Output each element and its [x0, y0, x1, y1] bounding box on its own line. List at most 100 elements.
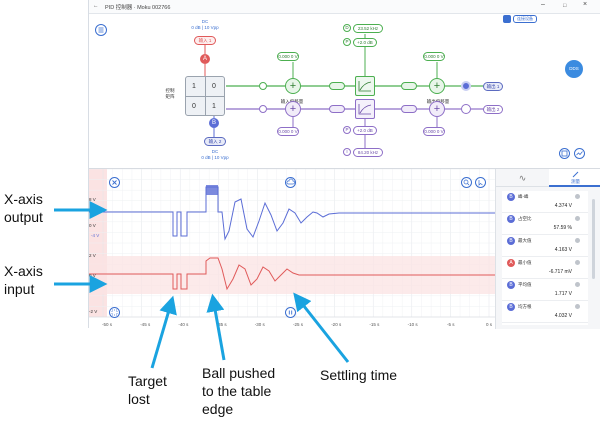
- channel-badge: A: [507, 259, 515, 267]
- pid-block-diagram: 连接设备 DC 0 dB | 10 Vpp 输入 1 A 控制 矩阵 1 0 0…: [89, 14, 600, 168]
- channel-badge: B: [507, 215, 515, 223]
- output1-button[interactable]: 输出 1: [483, 82, 503, 91]
- controller-bot-block[interactable]: [355, 99, 375, 119]
- p-gain-bot-field[interactable]: +2.0 dB: [353, 126, 377, 135]
- output-trace: [89, 186, 495, 241]
- input-offset-top-field[interactable]: 0.000 0 V: [277, 52, 299, 61]
- y-label-in-zero: 0 V: [89, 273, 96, 278]
- switch-in-top[interactable]: [329, 82, 345, 90]
- sum-in-top[interactable]: +: [285, 78, 301, 94]
- output2-button[interactable]: 输出 2: [483, 105, 503, 114]
- oscilloscope-panel: -50 s-45 s-40 s-35 s-30 s-25 s-20 s-15 s…: [89, 168, 600, 329]
- matrix-cell[interactable]: 1: [192, 83, 196, 90]
- sum-in-bot[interactable]: +: [285, 101, 301, 117]
- in2-coupling: DC: [211, 149, 219, 154]
- tab-measurements-label: 测量: [571, 179, 580, 184]
- switch-in-bot[interactable]: [329, 105, 345, 113]
- remove-measurement-icon[interactable]: [575, 260, 580, 265]
- channel-badge: B: [507, 281, 515, 289]
- channel-badge: B: [507, 303, 515, 311]
- scope-background: [89, 169, 495, 329]
- title-bar: ← PID 控制器 · Moku 002766 – □ ×: [89, 0, 600, 14]
- pause-icon[interactable]: [285, 307, 296, 318]
- control-matrix-label: 控制 矩阵: [165, 88, 175, 99]
- y-label-in-bottom: -2 V: [89, 309, 98, 314]
- switch-out-bot[interactable]: [401, 105, 417, 113]
- x-tick-label: -45 s: [140, 322, 151, 327]
- control-matrix[interactable]: 1 0 0 1: [185, 76, 225, 116]
- annotation-target-lost: Target lost: [128, 373, 167, 407]
- moku-pid-window: ← PID 控制器 · Moku 002766 – □ × 连接设备 DC 0 …: [88, 0, 600, 329]
- scope-plot[interactable]: -50 s-45 s-40 s-35 s-30 s-25 s-20 s-15 s…: [89, 169, 495, 329]
- menu-icon[interactable]: [95, 24, 107, 36]
- close-scope-icon[interactable]: [109, 177, 120, 188]
- x-tick-label: -35 s: [217, 322, 228, 327]
- channel-a-badge: A: [200, 54, 210, 64]
- annotation-ball-pushed: Ball pushed to the table edge: [202, 365, 276, 417]
- output-offset-bot-field[interactable]: 0.000 0 V: [423, 127, 445, 136]
- tab-waveform[interactable]: ∿: [496, 169, 549, 187]
- zoom-icon[interactable]: [461, 177, 472, 188]
- remove-measurement-icon[interactable]: [575, 194, 580, 199]
- chart-toggle-icon[interactable]: [574, 148, 585, 159]
- matrix-cell[interactable]: 0: [192, 103, 196, 110]
- maximize-button[interactable]: □: [563, 3, 567, 9]
- sum-out-top[interactable]: +: [429, 78, 445, 94]
- param-p-badge-top: P: [343, 38, 351, 46]
- switch-out-top[interactable]: [401, 82, 417, 90]
- tab-measurements[interactable]: 测量: [549, 169, 600, 187]
- close-button[interactable]: ×: [583, 1, 588, 8]
- x-tick-label: -20 s: [331, 322, 342, 327]
- cursor-icon[interactable]: [475, 177, 486, 188]
- dds-button[interactable]: DDS: [565, 60, 583, 78]
- p-gain-top-field[interactable]: +2.0 dB: [353, 38, 377, 47]
- input-offset-bot-field[interactable]: 0.000 0 V: [277, 127, 299, 136]
- y-label-out-top: 8 V: [89, 197, 96, 202]
- autoscale-icon[interactable]: [109, 307, 120, 318]
- remove-measurement-icon[interactable]: [575, 216, 580, 221]
- remove-measurement-icon[interactable]: [575, 282, 580, 287]
- y-label-out-zero: 0 V: [89, 223, 96, 228]
- channel-badge: B: [507, 193, 515, 201]
- output-enable-bot[interactable]: [461, 104, 471, 114]
- x-tick-label: -25 s: [293, 322, 304, 327]
- matrix-cell[interactable]: 0: [212, 83, 216, 90]
- i-corner-field[interactable]: 84.20 kHz: [353, 148, 383, 157]
- output-noise-burst: [206, 185, 218, 195]
- remove-measurement-icon[interactable]: [575, 304, 580, 309]
- param-i-badge: I: [343, 148, 351, 156]
- measurement-value: 57.59 %: [553, 225, 572, 231]
- cloud-icon[interactable]: [285, 177, 296, 188]
- measurement-value: 4.032 V: [554, 313, 572, 319]
- matrix-cell[interactable]: 1: [212, 103, 216, 110]
- window-title: PID 控制器 · Moku 002766: [105, 5, 171, 11]
- output-offset-top-field[interactable]: 0.000 0 V: [423, 52, 445, 61]
- measurement-label: 平均值: [518, 282, 532, 287]
- connect-button[interactable]: 连接设备: [513, 15, 537, 23]
- sum-out-bot[interactable]: +: [429, 101, 445, 117]
- output-marker-label: -4 V: [91, 233, 100, 238]
- d-corner-field[interactable]: 23.52 kHz: [353, 24, 383, 33]
- remove-measurement-icon[interactable]: [575, 238, 580, 243]
- output-enable-top[interactable]: [461, 81, 471, 91]
- in1-range: 0 dB | 10 Vpp: [191, 25, 219, 30]
- measurements-scrollbar[interactable]: [592, 199, 595, 279]
- snapshot-icon[interactable]: [559, 148, 570, 159]
- input2-button[interactable]: 输入 2: [204, 137, 226, 146]
- channel-badge: B: [507, 237, 515, 245]
- controller-top-block[interactable]: [355, 76, 375, 96]
- device-icon[interactable]: [503, 15, 511, 23]
- y-label-in-top: 2 V: [89, 253, 96, 258]
- minimize-button[interactable]: –: [541, 1, 545, 8]
- back-icon[interactable]: ←: [93, 3, 99, 9]
- x-tick-label: -10 s: [408, 322, 419, 327]
